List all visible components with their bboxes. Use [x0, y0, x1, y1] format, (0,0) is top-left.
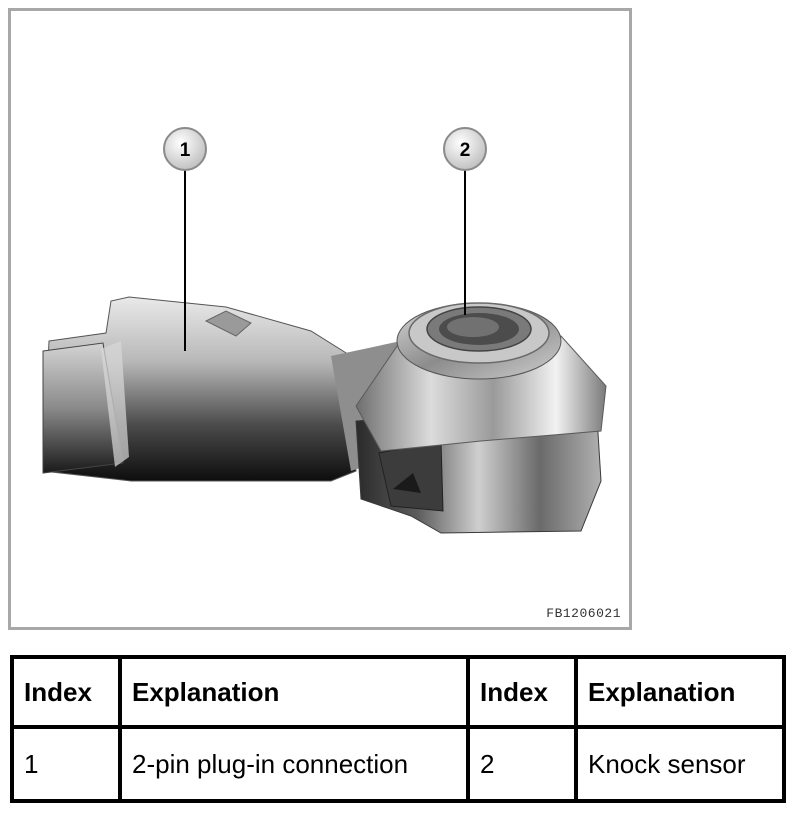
figure-code: FB1206021	[546, 606, 621, 621]
cell-index-2: 2	[466, 725, 578, 803]
legend-header-row: Index Explanation Index Explanation	[10, 655, 786, 729]
legend-table: Index Explanation Index Explanation 1 2-…	[10, 655, 786, 803]
header-explanation-1: Explanation	[118, 655, 470, 729]
callout-1-label: 1	[180, 140, 191, 161]
cell-explanation-2: Knock sensor	[574, 725, 786, 803]
component-illustration-frame: 1 2 FB1206021	[8, 8, 632, 630]
callout-2-marker: 2	[443, 127, 487, 171]
cell-index-1: 1	[10, 725, 122, 803]
callout-2-label: 2	[460, 140, 471, 161]
cell-explanation-1: 2-pin plug-in connection	[118, 725, 470, 803]
header-index-2: Index	[466, 655, 578, 729]
header-explanation-2: Explanation	[574, 655, 786, 729]
knock-sensor-illustration: 1 2	[42, 127, 607, 534]
callout-1-marker: 1	[163, 127, 207, 171]
table-row: 1 2-pin plug-in connection 2 Knock senso…	[10, 725, 786, 803]
header-index-1: Index	[10, 655, 122, 729]
